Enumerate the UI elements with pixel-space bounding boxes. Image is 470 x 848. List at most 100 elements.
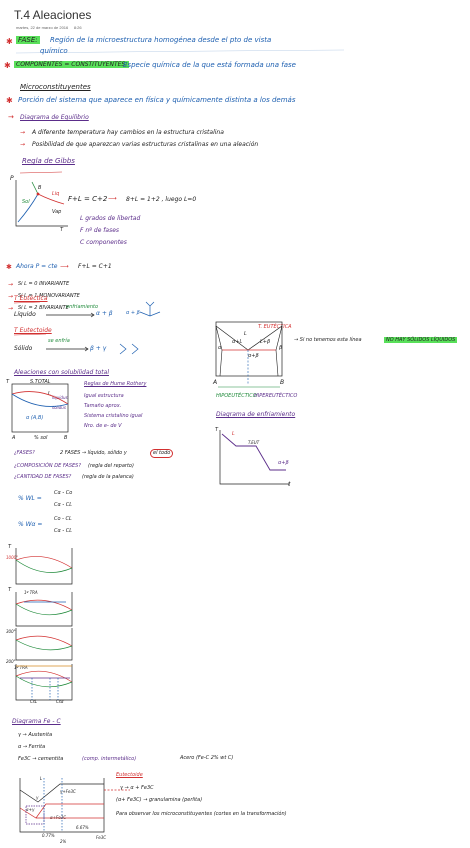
arrow-icon: → bbox=[8, 281, 14, 288]
pd-hiper: HIPEREUTÉCTICO bbox=[254, 393, 298, 399]
sol-liquidus-curve bbox=[11, 391, 69, 405]
gibbs-result: 8+L = 1+2 , luego L=0 bbox=[126, 196, 197, 203]
g2 bbox=[15, 592, 73, 627]
eutectica-arrow-label: enfriamiento bbox=[66, 304, 99, 310]
q1-tag: el todo bbox=[150, 449, 174, 458]
fec-alpha: α → Ferrita bbox=[18, 744, 46, 750]
fec-diagram bbox=[19, 778, 130, 833]
underline-decoration bbox=[15, 49, 345, 54]
g2-liquidus bbox=[15, 599, 73, 611]
page-date: martes, 22 de marzo de 2016 8:26 bbox=[16, 25, 82, 30]
fec-gamma: γ → Austenita bbox=[18, 732, 53, 738]
page-time-text: 8:26 bbox=[73, 25, 82, 30]
componentes-star-icon: ✱ bbox=[4, 61, 11, 70]
regla-4: Nro. de e- de V bbox=[84, 423, 122, 429]
sol-frame bbox=[11, 383, 69, 433]
arrow-icon: → bbox=[8, 293, 14, 300]
q1: ¿FASES? bbox=[14, 450, 35, 456]
sol-region-l: L bbox=[48, 391, 51, 397]
gibbs-axis-t: T bbox=[60, 227, 64, 233]
gibbs-ahora: Ahora P = cte bbox=[16, 263, 58, 270]
enf-axes bbox=[219, 430, 290, 485]
g4-solidus bbox=[15, 675, 73, 688]
g3-frame bbox=[15, 628, 73, 661]
q2-answer: (regla del reparto) bbox=[88, 463, 134, 469]
eutectoide-underline bbox=[13, 333, 47, 336]
page-date-text: martes, 22 de marzo de 2016 bbox=[16, 25, 69, 30]
arrow-icon: ⟶ bbox=[60, 263, 69, 270]
g4-x2: Csα bbox=[56, 699, 64, 704]
fec-region-afe: α+Fe3C bbox=[50, 815, 67, 820]
g3 bbox=[15, 628, 73, 661]
eutectica-note: α + β bbox=[126, 310, 140, 316]
regla-3: Sistema cristalino igual bbox=[84, 413, 143, 419]
arrow-icon: ⟶ bbox=[108, 195, 117, 202]
g1 bbox=[15, 548, 73, 585]
page-title: T.4 Aleaciones bbox=[14, 8, 92, 22]
gibbs-region-sol: Sol bbox=[22, 199, 30, 205]
star-icon: ✱ bbox=[6, 263, 12, 271]
gibbs-legend-c: C componentes bbox=[80, 239, 127, 246]
fec-region-g: γ bbox=[36, 795, 39, 800]
fase-star-icon: ✱ bbox=[6, 37, 13, 46]
eutectica-products: α + β bbox=[96, 310, 113, 317]
gibbs-heading: Regla de Gibbs bbox=[22, 157, 75, 165]
gibbs-legend-l: L grados de libertad bbox=[80, 215, 141, 222]
gibbs-ahora-result: F+L = C+1 bbox=[78, 263, 112, 270]
eutectica-label: Líquido bbox=[14, 311, 36, 318]
enfriamiento-heading: Diagrama de enfriamiento bbox=[216, 411, 296, 418]
gibbs-point-b: B bbox=[38, 185, 42, 191]
fec-eut-line1: γ → α + Fe3C bbox=[120, 785, 154, 791]
eutectoide-heading: T Eutectoide bbox=[14, 327, 52, 334]
g2-t: T bbox=[8, 587, 12, 593]
enf-label-ab: α+β bbox=[278, 460, 289, 466]
fec-region-gfe: γ+Fe3C bbox=[60, 789, 76, 794]
eutectoide-arrowhead bbox=[84, 346, 89, 352]
arrow-icon: → bbox=[8, 305, 14, 312]
solubilidad-heading: Aleaciones con solubilidad total bbox=[14, 369, 109, 376]
fec-eutectoid-line bbox=[19, 803, 104, 819]
g4 bbox=[15, 664, 73, 701]
pd-region-lb: L+β bbox=[260, 339, 271, 345]
g3-label: 300° bbox=[6, 629, 16, 634]
enf-label-teut: T.EUT bbox=[248, 440, 260, 445]
pd-frame bbox=[215, 321, 283, 377]
wa-num: Co - CL bbox=[54, 516, 72, 522]
enf-curve bbox=[221, 433, 286, 471]
arrow-icon: → bbox=[20, 129, 26, 136]
pd-region-l: L bbox=[244, 331, 247, 337]
regla-2: Tamaño aprox. bbox=[84, 403, 122, 409]
fase-label: FASE: bbox=[16, 36, 40, 44]
fec-acero: Acero (Fe-C 2% wt C) bbox=[180, 755, 234, 761]
sol-xaxis: % sol bbox=[34, 435, 48, 441]
eutectoide-arrow-label: se enfría bbox=[48, 338, 70, 344]
pd-hipo: HIPOEUTÉCTICO bbox=[216, 393, 257, 399]
eutectica-underline bbox=[13, 301, 41, 304]
fase-text-2: químico bbox=[40, 47, 68, 55]
eutectoide-products: β + γ bbox=[90, 345, 107, 352]
g3-liquidus bbox=[15, 635, 73, 647]
gibbs-legend-f: F nº de fases bbox=[80, 227, 120, 234]
gibbs-l1: Si L = 1 MONOVARIANTE bbox=[18, 293, 80, 299]
fec-liquidus bbox=[19, 783, 104, 803]
fec-axis-2: 2% bbox=[60, 839, 67, 844]
fec-axis-4: Fe3C bbox=[96, 835, 107, 840]
arrow-icon: → bbox=[20, 141, 26, 148]
gibbs-region-liq: Liq bbox=[52, 191, 60, 197]
fec-eut-line3: Para observar los microconstituyentes (c… bbox=[116, 811, 287, 817]
fec-region-l: L bbox=[40, 776, 43, 781]
pd-label-b: B bbox=[280, 379, 285, 386]
fase-label-text: FASE: bbox=[16, 36, 40, 44]
sol-solidus: solidus bbox=[52, 405, 66, 410]
fec-region-ag: α+γ bbox=[26, 807, 35, 812]
fec-axis-1: 0.77% bbox=[42, 833, 55, 838]
fec-heading: Diagrama Fe - C bbox=[12, 718, 61, 725]
q3: ¿CANTIDAD DE FASES? bbox=[14, 474, 72, 480]
fec-fe3c-note: (comp. intermetálico) bbox=[82, 756, 137, 762]
pd-label-teut: T. EUTÉCTICA bbox=[258, 324, 292, 330]
g1-liquidus bbox=[15, 556, 73, 569]
sol-region-alpha: α (A,B) bbox=[26, 415, 44, 421]
sol-axis-t: T bbox=[6, 379, 10, 385]
